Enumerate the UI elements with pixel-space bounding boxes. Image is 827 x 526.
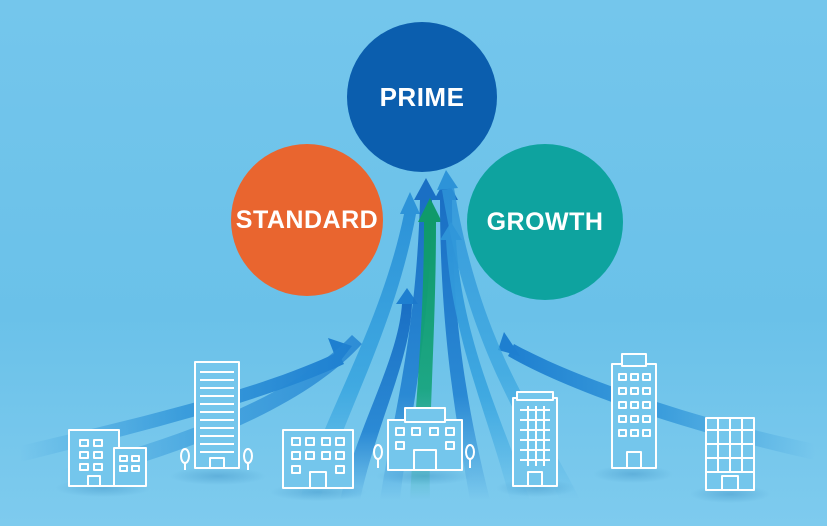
arrow-icon (340, 304, 412, 500)
growth-circle: GROWTH (467, 144, 623, 300)
arrow-icon (414, 178, 438, 200)
arrow-icon (498, 332, 520, 356)
tree-icon (243, 448, 253, 470)
building-icon (512, 391, 558, 487)
tree-icon (373, 444, 383, 468)
tree-icon (465, 444, 475, 468)
building-icon (194, 361, 240, 469)
arrow-icon (400, 192, 420, 214)
arrow-icon (442, 188, 580, 500)
standard-circle: STANDARD (231, 144, 383, 296)
growth-label: GROWTH (486, 207, 604, 236)
buildings (68, 353, 755, 491)
standard-label: STANDARD (235, 205, 379, 234)
tree-icon (180, 448, 190, 470)
arrow-icon (446, 240, 530, 500)
arrow-icon (380, 200, 432, 500)
arrow-icon (418, 198, 442, 222)
arrow-icon (437, 170, 458, 190)
prime-circle: PRIME (347, 22, 497, 172)
arrow-icon (300, 214, 416, 500)
building-icon (705, 417, 755, 491)
arrow-icon (396, 288, 418, 304)
building-icon (611, 353, 657, 469)
building-icon (387, 407, 463, 471)
prime-label: PRIME (379, 81, 465, 112)
building-icon (68, 429, 147, 487)
building-icon (282, 429, 354, 489)
